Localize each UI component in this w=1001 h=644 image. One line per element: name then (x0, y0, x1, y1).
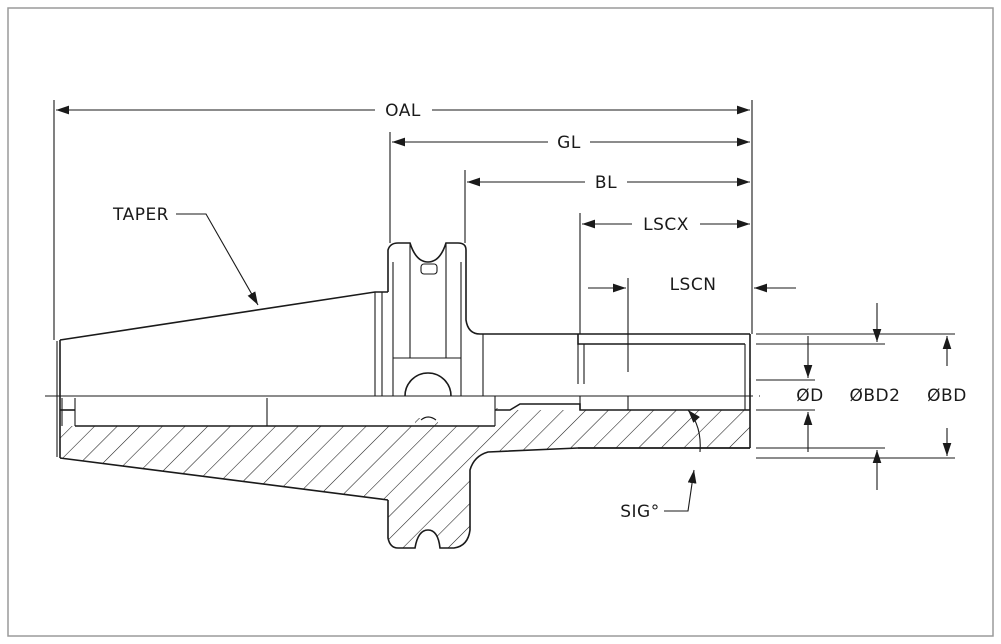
lscn-label: LSCN (670, 275, 717, 295)
bl-label: BL (595, 173, 617, 193)
sig-angle-label: SIG° (620, 502, 659, 522)
holder-outline (56, 242, 751, 549)
gl-label: GL (557, 133, 581, 153)
dimensions (53, 100, 955, 512)
diameter-d-label: ØD (796, 386, 823, 406)
taper-label: TAPER (112, 205, 169, 225)
section-hatch (60, 408, 750, 548)
diameter-bd-label: ØBD (927, 386, 967, 406)
oal-label: OAL (385, 101, 421, 121)
diameter-bd2-label: ØBD2 (850, 386, 901, 406)
lscx-label: LSCX (643, 215, 689, 235)
drawing-border (7, 7, 994, 637)
